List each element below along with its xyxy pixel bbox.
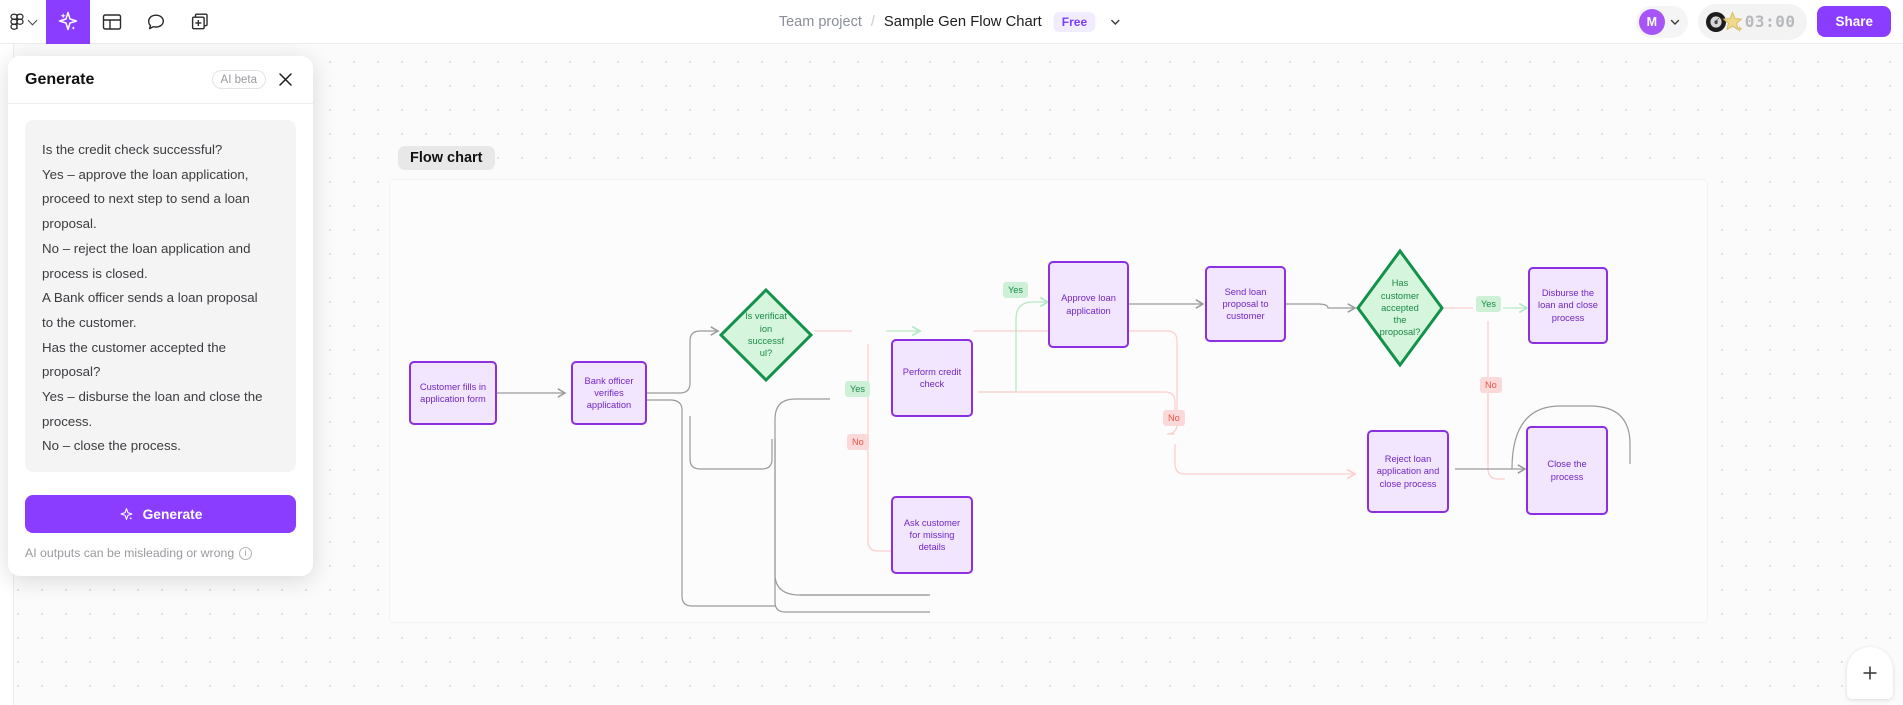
prompt-line: Yes – approve the loan application, [42, 166, 249, 182]
sparkle-icon [58, 11, 78, 30]
ai-disclaimer: AI outputs can be misleading or wrong i [25, 546, 296, 560]
tool-layout-panel[interactable] [90, 0, 134, 44]
prompt-line: Yes – disburse the loan and close the [42, 389, 263, 405]
generate-panel: Generate AI beta Is the credit check suc… [8, 56, 313, 576]
vinyl-record-music-icon [1705, 11, 1726, 32]
diamond-shape-icon [718, 287, 814, 383]
plan-badge[interactable]: Free [1053, 11, 1096, 32]
flow-node-perform-credit-check[interactable]: Perform credit check [891, 339, 973, 417]
prompt-line: proposal. [42, 216, 97, 232]
prompt-line: A Bank officer sends a loan proposal [42, 290, 258, 306]
star-icon [1722, 11, 1743, 32]
prompt-line: Is the credit check successful? [42, 142, 223, 157]
figma-logo-icon [9, 13, 24, 30]
generate-button[interactable]: Generate [25, 495, 296, 533]
toolbar-left-group [0, 0, 222, 44]
tool-comment[interactable] [134, 0, 178, 44]
avatar: M [1638, 8, 1665, 35]
info-icon[interactable]: i [239, 546, 253, 560]
generate-panel-footer: Generate AI outputs can be misleading or… [8, 485, 313, 576]
toolbar-right-group: M 03:00 Share [1635, 3, 1891, 40]
diamond-shape-icon [1356, 248, 1444, 368]
edge-label-yes-accepted[interactable]: Yes [1476, 296, 1501, 312]
whiteboard-canvas[interactable]: Flow chart Customer fills in application… [0, 44, 1903, 705]
session-timer[interactable]: 03:00 [1697, 3, 1808, 40]
edge-label-no-accepted[interactable]: No [1480, 377, 1502, 393]
close-icon [278, 73, 292, 86]
duplicate-plus-icon [191, 13, 208, 29]
layout-panel-icon [102, 13, 122, 30]
prompt-line: to the customer. [42, 314, 137, 330]
prompt-line: proposal? [42, 364, 101, 380]
edge-label-yes-credit-check[interactable]: Yes [1003, 282, 1028, 298]
flow-node-label: Is verificat ion successf ul? [745, 311, 787, 359]
prompt-line: No – close the process. [42, 438, 181, 454]
prompt-line: process. [42, 413, 93, 429]
comment-bubble-icon [148, 14, 164, 29]
share-button[interactable]: Share [1817, 6, 1891, 37]
breadcrumb-separator: / [870, 13, 875, 30]
close-panel-button[interactable] [274, 69, 296, 91]
tool-add-page[interactable] [178, 0, 222, 44]
flow-node-bank-officer-verifies[interactable]: Bank officer verifies application [571, 361, 647, 425]
ai-disclaimer-text: AI outputs can be misleading or wrong [25, 546, 235, 560]
account-menu[interactable]: M [1635, 5, 1688, 38]
edge-label-no-credit-check[interactable]: No [1163, 410, 1185, 426]
flow-node-reject-loan-application[interactable]: Reject loan application and close proces… [1367, 430, 1449, 513]
prompt-line: Has the customer accepted the [42, 339, 227, 355]
app-logo-button[interactable] [0, 0, 46, 44]
generate-panel-body: Is the credit check successful? Yes – ap… [8, 104, 313, 485]
plus-icon [1863, 666, 1877, 680]
flow-node-ask-customer-missing-details[interactable]: Ask customer for missing details [891, 496, 973, 574]
flowchart-edges [497, 296, 1631, 613]
generate-button-label: Generate [142, 506, 203, 522]
edge-label-no-verification[interactable]: No [847, 434, 869, 450]
flow-node-disburse-loan[interactable]: Disburse the loan and close process [1528, 267, 1608, 344]
sparkle-icon [120, 507, 133, 520]
zoom-in-button[interactable] [1847, 647, 1893, 699]
flow-node-send-loan-proposal[interactable]: Send loan proposal to customer [1205, 266, 1286, 342]
frame-label[interactable]: Flow chart [398, 146, 495, 170]
generate-panel-title: Generate [25, 70, 95, 88]
breadcrumb: Team project / Sample Gen Flow Chart Fre… [778, 11, 1124, 32]
ai-beta-badge: AI beta [211, 70, 266, 89]
flow-node-customer-fills-form[interactable]: Customer fills in application form [409, 361, 497, 425]
flow-node-approve-loan-application[interactable]: Approve loan application [1048, 261, 1129, 348]
flow-node-close-the-process[interactable]: Close the process [1526, 426, 1608, 515]
title-chevron-down-icon[interactable] [1106, 13, 1124, 31]
prompt-textarea[interactable]: Is the credit check successful? Yes – ap… [25, 120, 296, 472]
edge-label-yes-verification[interactable]: Yes [845, 381, 870, 397]
flow-node-label: Has customer accepted the proposal? [1379, 278, 1421, 338]
top-toolbar: Team project / Sample Gen Flow Chart Fre… [0, 0, 1903, 44]
chevron-down-icon [1110, 19, 1120, 25]
flow-node-has-customer-accepted[interactable]: Has customer accepted the proposal? [1355, 248, 1445, 368]
prompt-line: proceed to next step to send a loan [42, 191, 250, 207]
prompt-line: process is closed. [42, 265, 148, 281]
avatar-chevron-down-icon [1670, 19, 1679, 25]
tool-ai-sparkle[interactable] [46, 0, 90, 44]
flow-node-is-verification-successful[interactable]: Is verificat ion successf ul? [718, 287, 814, 383]
timer-value: 03:00 [1744, 12, 1796, 31]
page-title[interactable]: Sample Gen Flow Chart [883, 13, 1042, 30]
logo-chevron-down-icon [29, 17, 38, 26]
generate-panel-header: Generate AI beta [8, 56, 313, 104]
prompt-line: No – reject the loan application and [42, 240, 251, 256]
breadcrumb-project[interactable]: Team project [778, 13, 862, 30]
